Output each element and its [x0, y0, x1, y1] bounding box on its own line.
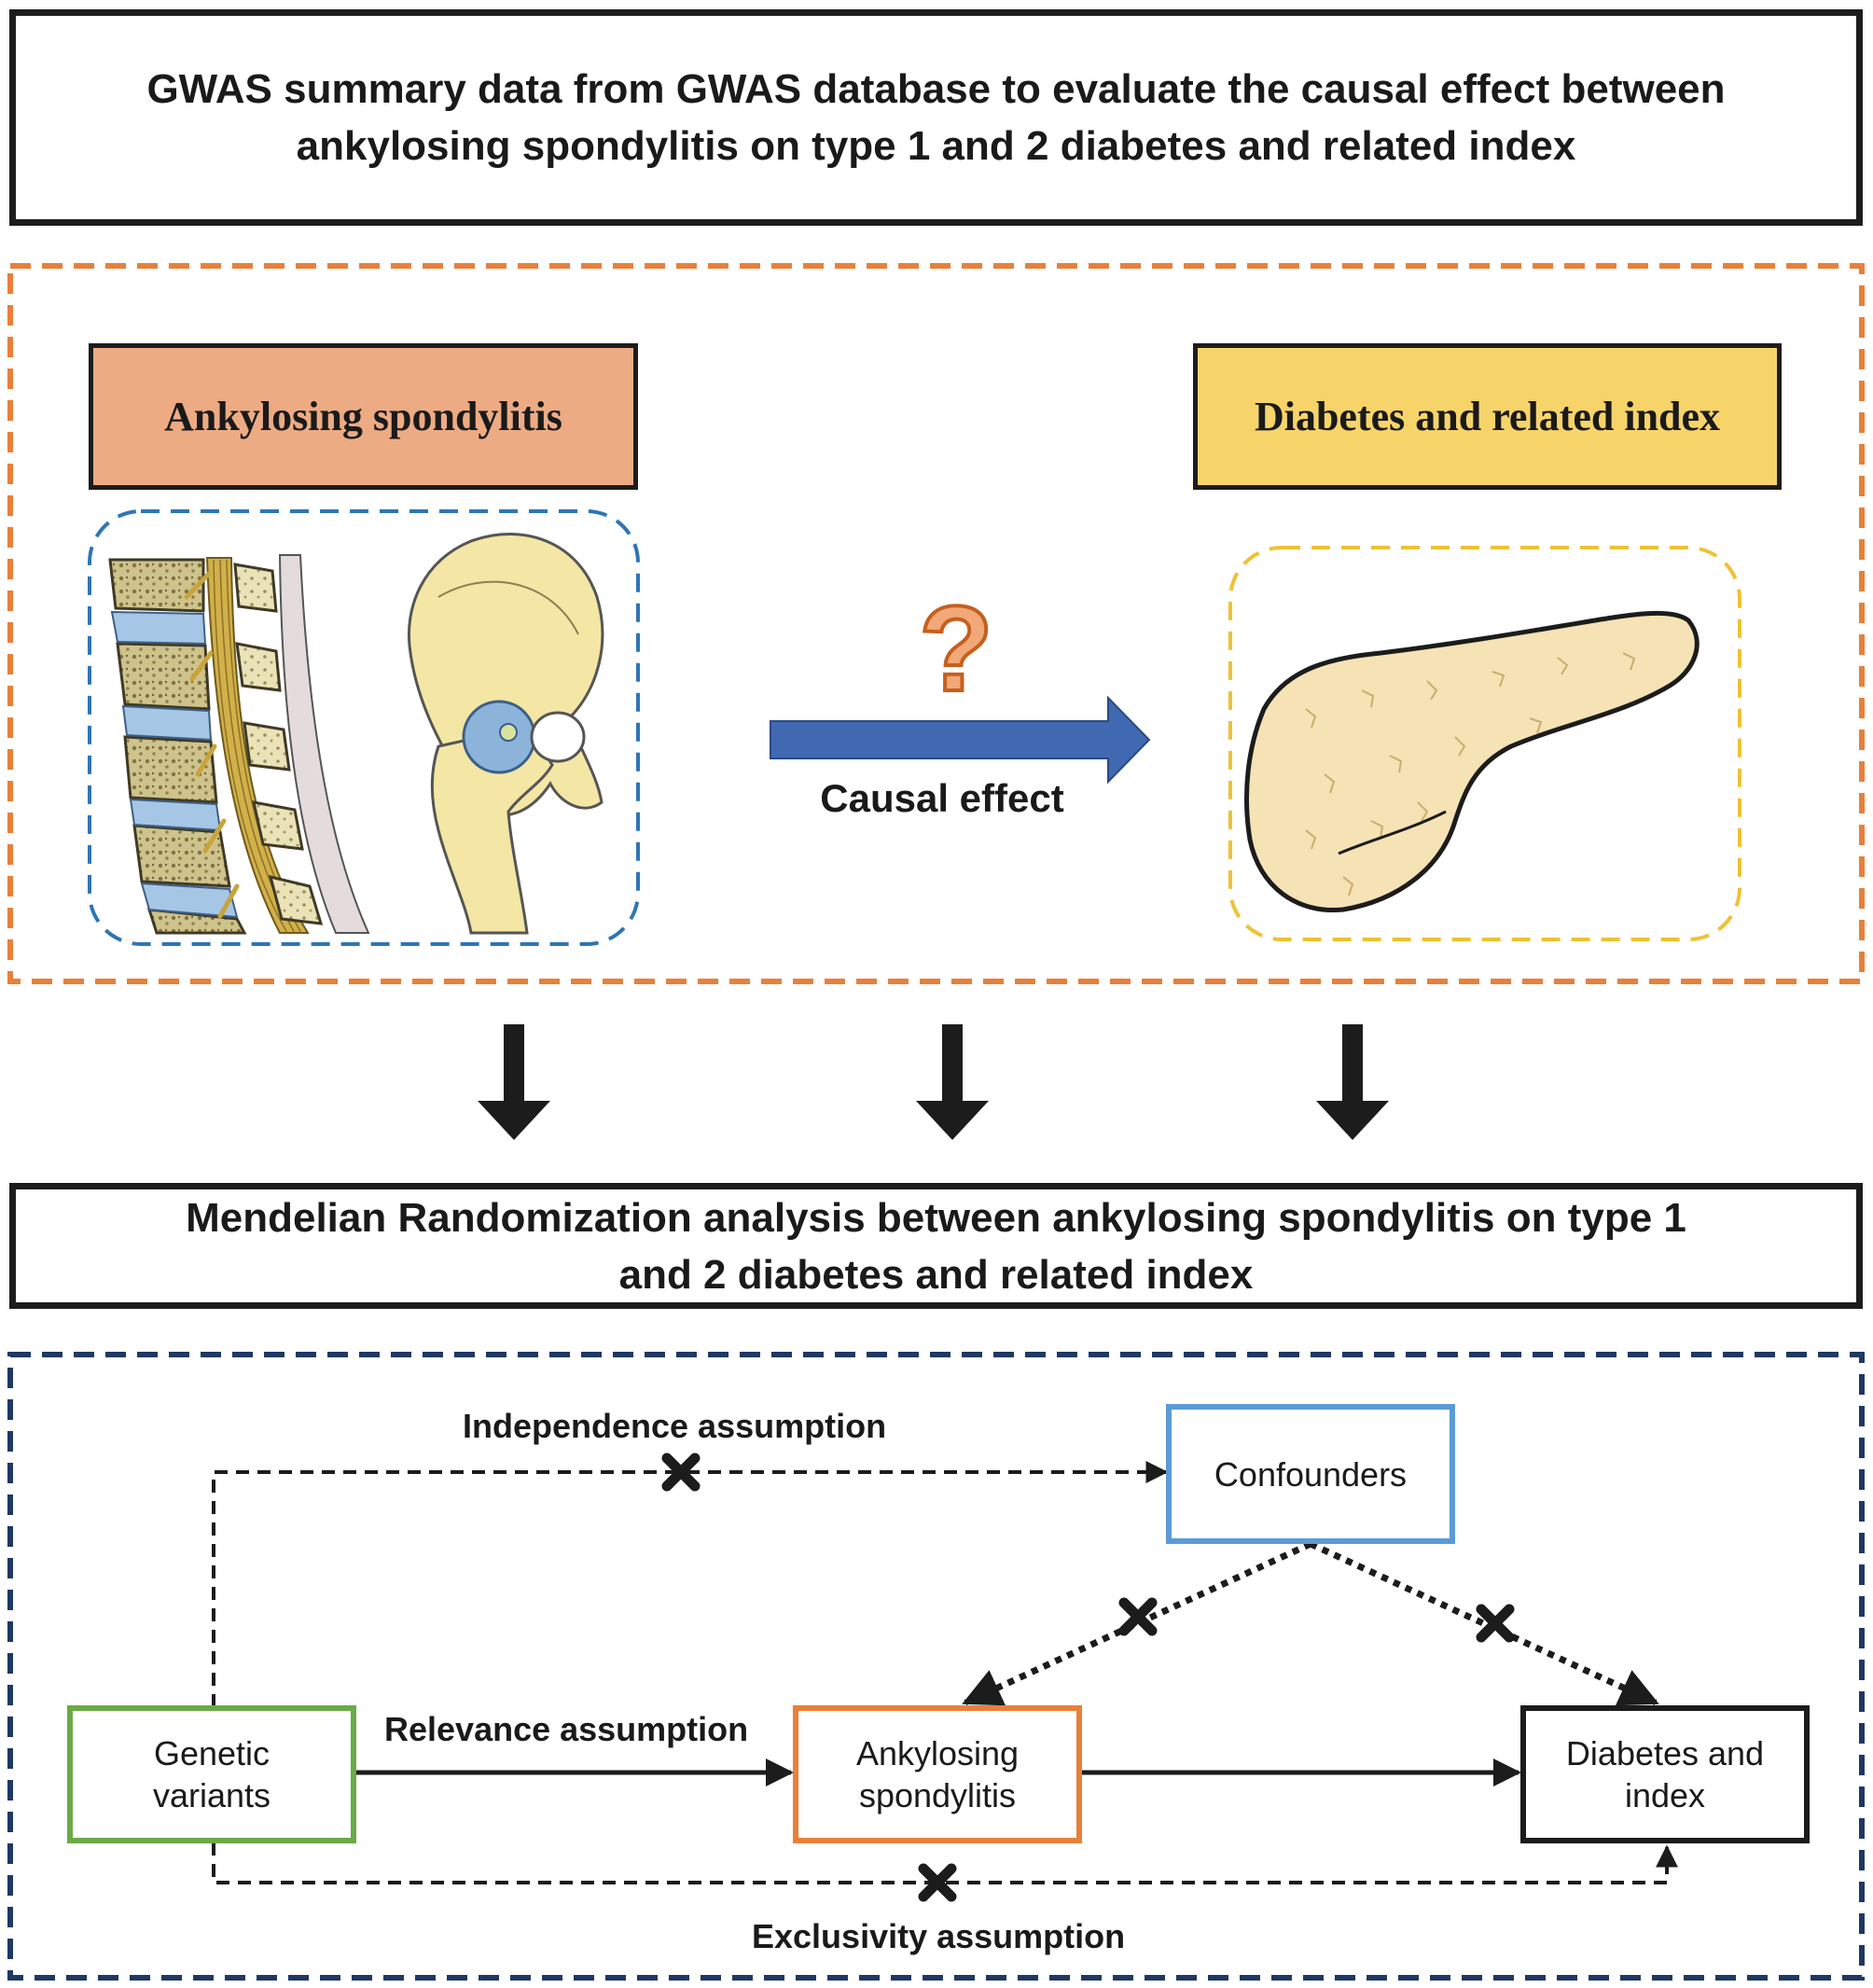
- outcome-label-box: Diabetes and related index: [1193, 343, 1782, 490]
- navy-dashed-frame: [7, 1352, 1865, 1981]
- down-arrows: [478, 1024, 1389, 1140]
- diabetes-node-line-1: Diabetes and: [1565, 1734, 1765, 1773]
- cross-icon-exclusivity: [918, 1863, 957, 1902]
- orange-dashed-frame: [7, 263, 1865, 984]
- cross-icon-independence: [661, 1453, 701, 1492]
- cross-icon-confounder-as: [1118, 1597, 1158, 1636]
- as-node-line-2: spondylitis: [858, 1776, 1017, 1814]
- genetic-variants-node: Genetic variants: [67, 1705, 356, 1843]
- cross-marks: [661, 1453, 1515, 1902]
- question-mark: ?: [919, 580, 992, 716]
- diabetes-index-node: Diabetes and index: [1520, 1705, 1810, 1843]
- causal-effect-arrow: [770, 695, 1151, 785]
- outcome-label: Diabetes and related index: [1254, 394, 1721, 439]
- down-arrow-middle: [916, 1024, 989, 1140]
- exclusivity-assumption-label: Exclusivity assumption: [752, 1917, 1126, 1955]
- independence-path: [212, 1461, 1169, 1707]
- spine-image-frame: [88, 509, 640, 946]
- ankylosing-spondylitis-node: Ankylosing spondylitis: [793, 1705, 1082, 1843]
- mr-title-line-1: Mendelian Randomization analysis between…: [186, 1194, 1686, 1241]
- cross-icon-confounder-diabetes: [1476, 1604, 1515, 1643]
- exposure-label-box: Ankylosing spondylitis: [89, 343, 638, 490]
- genetic-variants-line-1: Genetic: [153, 1734, 271, 1773]
- exclusivity-path: [212, 1842, 1678, 1884]
- relevance-assumption-label: Relevance assumption: [384, 1710, 749, 1748]
- top-title-box: GWAS summary data from GWAS database to …: [9, 9, 1863, 226]
- confounders-to-diabetes-path: [1309, 1540, 1659, 1706]
- mr-title-line-2: and 2 diabetes and related index: [618, 1251, 1254, 1298]
- confounders-label: Confounders: [1214, 1454, 1408, 1494]
- diabetes-node-line-2: index: [1624, 1776, 1706, 1814]
- confounders-node: Confounders: [1166, 1404, 1455, 1544]
- causal-effect-label: Causal effect: [820, 776, 1064, 820]
- genetic-variants-line-2: variants: [152, 1776, 271, 1814]
- top-title-line-2: ankylosing spondylitis on type 1 and 2 d…: [296, 123, 1576, 169]
- top-title-line-1: GWAS summary data from GWAS database to …: [146, 66, 1726, 112]
- independence-assumption-label: Independence assumption: [463, 1407, 887, 1445]
- as-node-line-1: Ankylosing: [855, 1734, 1020, 1773]
- down-arrow-left: [478, 1024, 550, 1140]
- confounders-to-as-path: [962, 1540, 1312, 1706]
- exposure-label: Ankylosing spondylitis: [164, 394, 562, 439]
- pancreas-illustration: [1244, 610, 1700, 913]
- down-arrow-right: [1316, 1024, 1389, 1140]
- spine-illustration: [108, 554, 370, 935]
- pancreas-image-frame: [1228, 546, 1741, 941]
- hip-joint-illustration: [407, 533, 604, 935]
- mr-title-box: Mendelian Randomization analysis between…: [9, 1183, 1863, 1309]
